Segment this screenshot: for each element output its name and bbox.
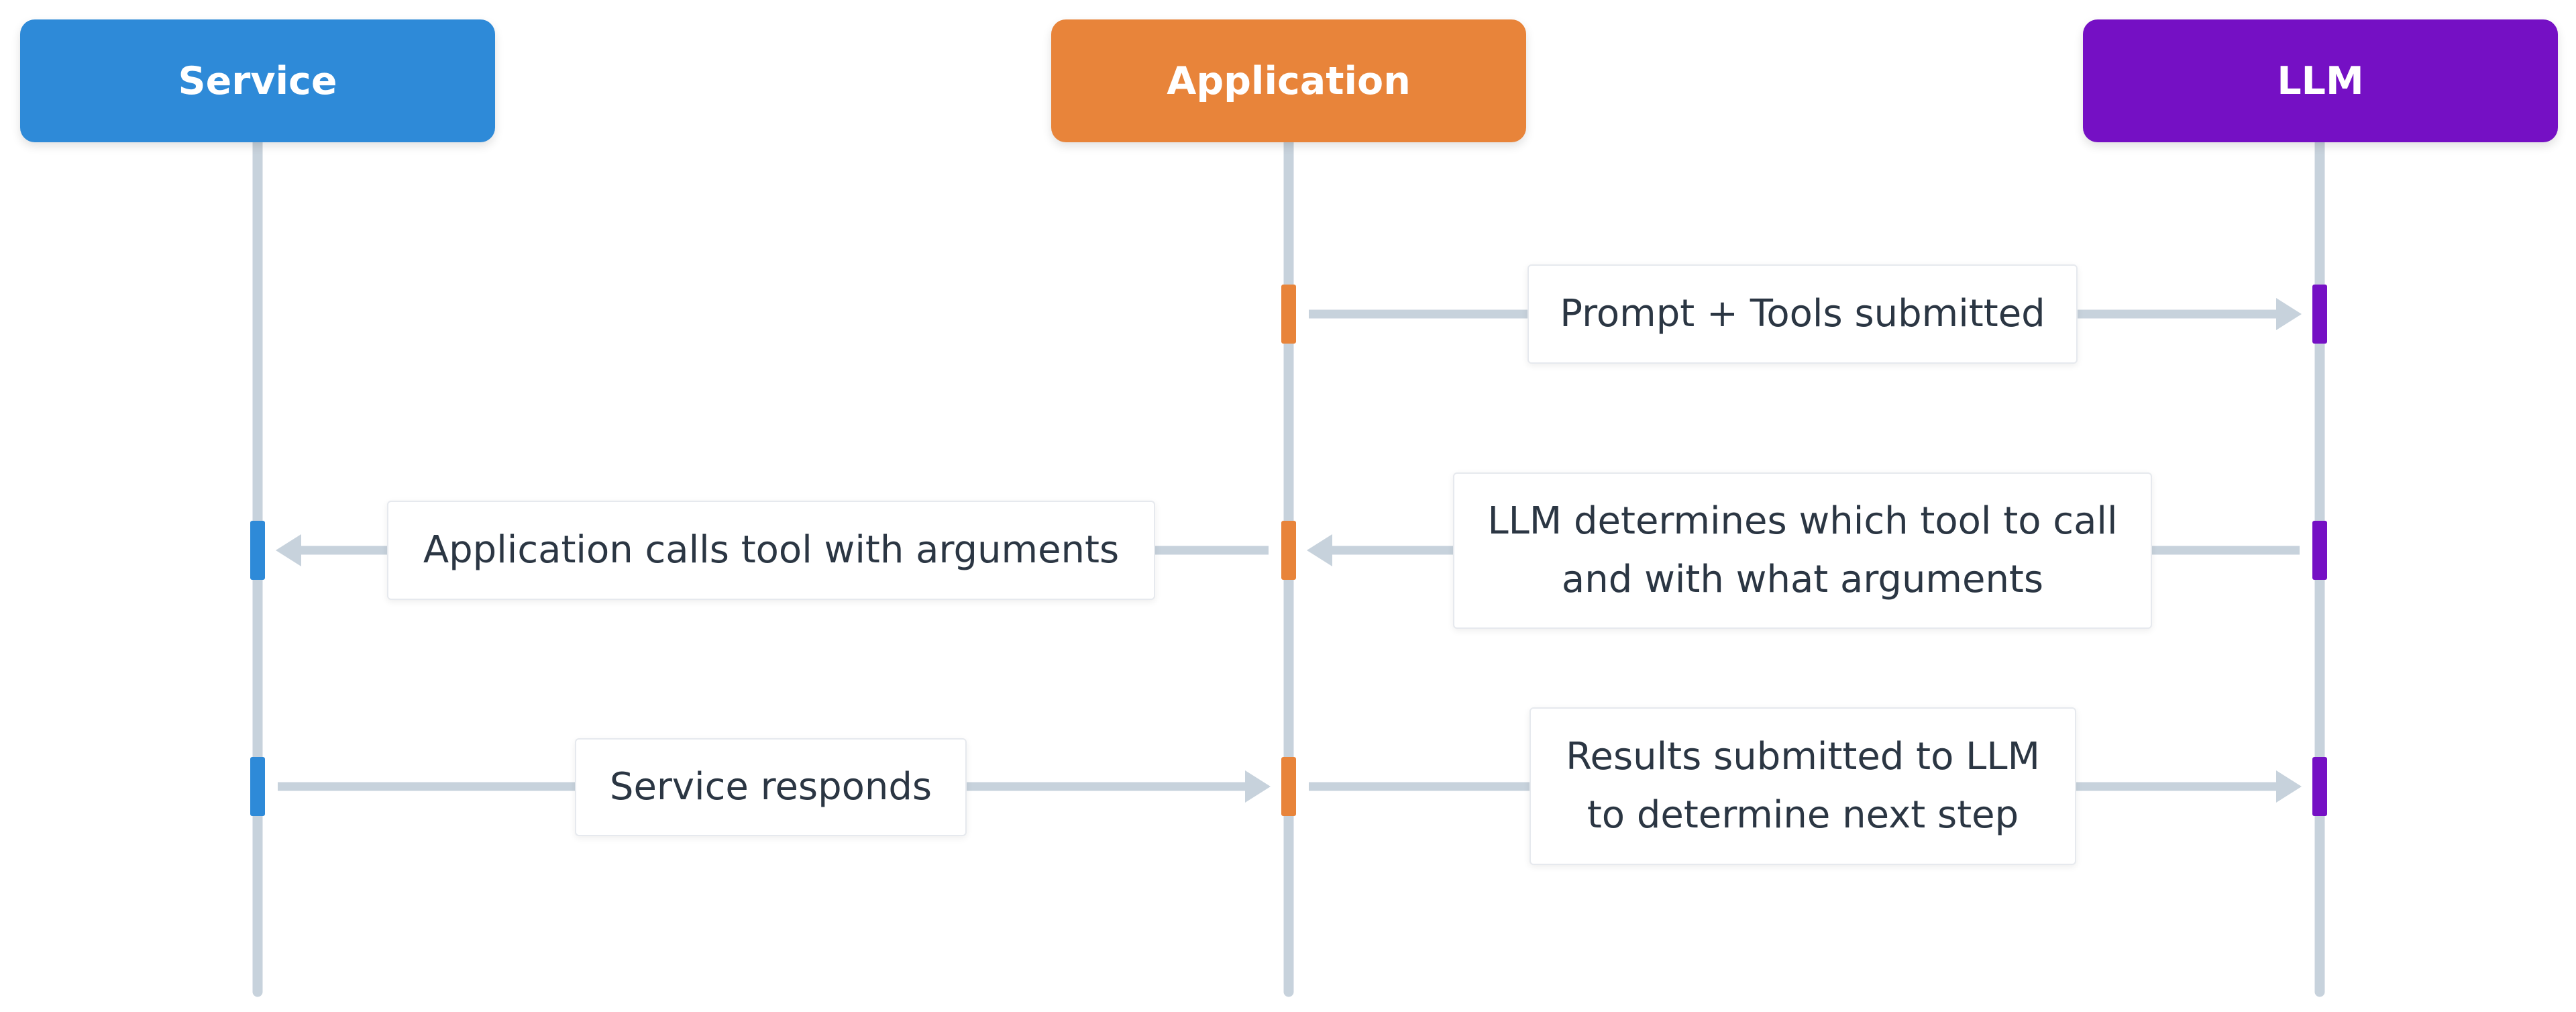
activation-bar-service — [250, 757, 265, 816]
activation-bar-application — [1281, 757, 1296, 816]
activation-bar-llm — [2312, 285, 2327, 344]
message-label-line: Application calls tool with arguments — [423, 527, 1120, 572]
actor-service: Service — [20, 19, 495, 142]
message-label-line: LLM determines which tool to call — [1487, 499, 2118, 543]
message-arrowhead — [1307, 534, 1332, 566]
actor-application: Application — [1051, 19, 1526, 142]
message-label-results-submitted: Results submitted to LLM to determine ne… — [1529, 707, 2076, 865]
message-label-line: Service responds — [609, 764, 932, 809]
message-label-line: to determine next step — [1587, 793, 2019, 837]
message-label-prompt-tools-submitted: Prompt + Tools submitted — [1527, 264, 2078, 364]
actor-llm: LLM — [2083, 19, 2558, 142]
activation-bar-llm — [2312, 757, 2327, 816]
message-arrowhead — [1245, 770, 1271, 803]
message-label-llm-determines-tool: LLM determines which tool to call and wi… — [1453, 472, 2152, 629]
message-label-line: Prompt + Tools submitted — [1560, 291, 2045, 336]
message-label-line: and with what arguments — [1561, 557, 2044, 601]
message-label-application-calls-tool: Application calls tool with arguments — [387, 501, 1155, 600]
activation-bar-service — [250, 521, 265, 580]
activation-bar-application — [1281, 285, 1296, 344]
activation-bar-llm — [2312, 521, 2327, 580]
message-arrowhead — [2276, 770, 2302, 803]
message-label-service-responds: Service responds — [575, 738, 967, 836]
message-arrowhead — [276, 534, 301, 566]
activation-bar-application — [1281, 521, 1296, 580]
message-arrowhead — [2276, 298, 2302, 330]
message-label-line: Results submitted to LLM — [1566, 734, 2040, 778]
